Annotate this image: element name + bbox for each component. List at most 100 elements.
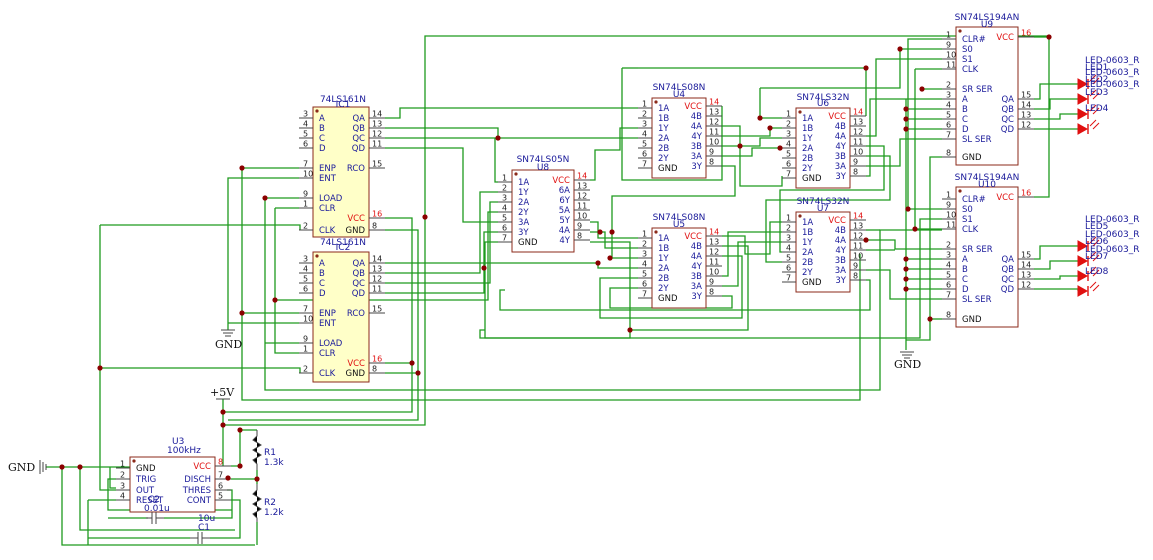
- u4-pin-label: 1Y: [658, 124, 669, 134]
- wire: [907, 38, 942, 210]
- u9-pin-label: B: [962, 105, 968, 115]
- u9-pin-label: CLK: [962, 65, 979, 75]
- u9-pin-label: SL SER: [962, 135, 992, 145]
- ic2-body: [312, 251, 370, 383]
- ic1-pin-number: 11: [372, 140, 382, 149]
- ic1-pin-label: CLK: [319, 226, 336, 236]
- led-emission: [1089, 89, 1097, 97]
- r2-value: 1.2k: [264, 508, 284, 518]
- u8-pin-label: 1A: [518, 178, 529, 188]
- wire-junction: [481, 265, 487, 271]
- u5-pin-label: 3Y: [691, 292, 702, 302]
- u4-pin1-dot: [654, 100, 658, 104]
- u4-pin-label: 3A: [691, 152, 702, 162]
- u3-pin-label: DISCH: [184, 475, 211, 485]
- u7-pin-label: VCC: [828, 216, 846, 226]
- u6-pin-label: 3B: [835, 152, 846, 162]
- ic2-pin-label: QB: [352, 269, 365, 279]
- u5-pin-number: 3: [642, 250, 647, 259]
- u9-pin-number: 13: [1021, 111, 1031, 120]
- wire-junction: [220, 422, 226, 428]
- u8-pin-label: 6A: [559, 186, 570, 196]
- u8-pin-number: 14: [577, 172, 587, 181]
- c1-value: 10u: [198, 514, 215, 524]
- led-part-label: LED-0603_R: [1085, 245, 1140, 255]
- u5-pin-label: 4A: [691, 252, 702, 262]
- u9-pin1-dot: [958, 29, 962, 33]
- ic2-pin-number: 15: [372, 305, 382, 314]
- led-emission: [1092, 92, 1100, 100]
- u6-pin-label: 4B: [835, 122, 846, 132]
- u6-pin-number: 10: [853, 148, 863, 157]
- u10-pin1-dot: [958, 189, 962, 193]
- u8-pin1-dot: [514, 172, 518, 176]
- u6-pin-number: 9: [853, 158, 858, 167]
- ic1-pin-label: ENT: [319, 174, 337, 184]
- c2-value: 0.01u: [144, 504, 170, 514]
- u9-pin-label: QD: [1001, 125, 1015, 135]
- wire: [227, 177, 299, 330]
- u7-pin-number: 14: [853, 212, 863, 221]
- wire: [223, 217, 413, 413]
- u6-pin-number: 11: [853, 138, 863, 147]
- led-part-label: LED-0603_R: [1085, 68, 1140, 78]
- wire: [228, 229, 419, 421]
- u10-part: SN74LS194AN: [955, 173, 1020, 183]
- u3-pin-label: GND: [136, 464, 156, 474]
- wire: [590, 231, 638, 249]
- r2-ref: R2: [264, 498, 276, 508]
- u4-pin-number: 11: [709, 128, 719, 137]
- led-triangle: [1077, 270, 1089, 282]
- led-ref-label: LED8: [1085, 267, 1109, 277]
- led-triangle: [1077, 123, 1089, 135]
- ic2-pin-label: ENP: [319, 309, 336, 319]
- ic2-pin-number: 7: [303, 305, 308, 314]
- u6-pin-number: 5: [786, 150, 791, 159]
- wire: [264, 198, 942, 391]
- wire-junction: [903, 116, 909, 122]
- u9-pin-number: 12: [1021, 121, 1031, 130]
- wire: [1034, 113, 1078, 120]
- u10-pin-number: 13: [1021, 271, 1031, 280]
- ic2-ref: IC2: [336, 243, 351, 253]
- ic1-body: [312, 106, 370, 238]
- wire-junction: [597, 229, 603, 235]
- u10-pin-label: QA: [1001, 255, 1014, 265]
- resistor-r2: R2 1.2k: [252, 484, 284, 522]
- u9-pin-label: S0: [962, 45, 973, 55]
- u8-pin-number: 11: [577, 202, 587, 211]
- u6-part: SN74LS32N: [797, 93, 850, 103]
- u8-body: [511, 169, 575, 253]
- u8-pin-label: 6Y: [559, 196, 570, 206]
- u10-pin-number: 7: [946, 291, 951, 300]
- ic2-pin-number: 3: [303, 255, 308, 264]
- wire-junction: [272, 297, 278, 303]
- u8-part: SN74LS05N: [517, 155, 570, 165]
- wire: [590, 127, 638, 181]
- led-emission: [1089, 104, 1097, 112]
- u10-pin-label: CLR#: [962, 195, 986, 205]
- u10-pin-number: 2: [946, 241, 951, 250]
- u7-pin-label: 2A: [802, 248, 813, 258]
- u6-pin-label: 2A: [802, 144, 813, 154]
- led-part-label: LED-0603_R: [1085, 80, 1140, 90]
- u8-pin-number: 5: [502, 214, 507, 223]
- ic2-pin-number: 10: [303, 315, 313, 324]
- wire-junction: [97, 365, 103, 371]
- u5-part: SN74LS08N: [653, 213, 706, 223]
- u9-pin-label: QC: [1001, 115, 1014, 125]
- ic1-pin-label: B: [319, 124, 325, 134]
- u10-pin-number: 1: [946, 191, 951, 200]
- u7-pin-label: 1Y: [802, 238, 813, 248]
- ic2-pin-number: 8: [372, 365, 377, 374]
- led-8: LED8: [1077, 267, 1109, 297]
- u4-pin-label: 4Y: [691, 132, 702, 142]
- u3-pin-label: VCC: [193, 462, 211, 472]
- u7-pin-number: 3: [786, 234, 791, 243]
- u6-pin-number: 4: [786, 140, 791, 149]
- ic1-pin-number: 14: [372, 110, 382, 119]
